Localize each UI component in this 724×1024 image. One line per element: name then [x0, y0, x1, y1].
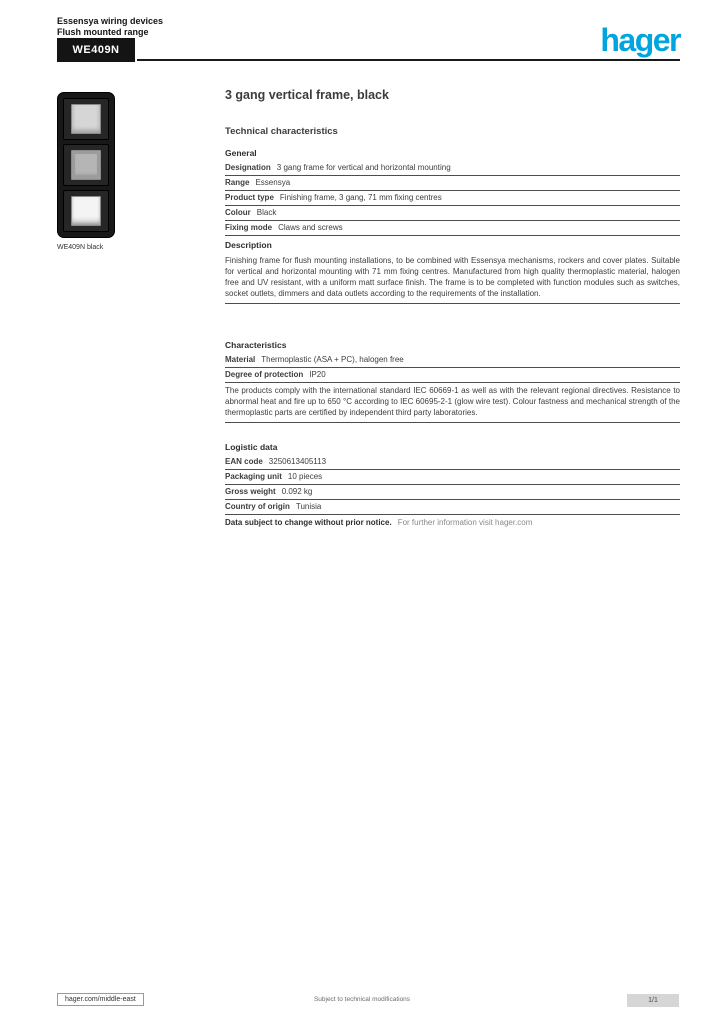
- spec-value: Tunisia: [295, 502, 322, 511]
- spec-value: IP20: [309, 370, 326, 379]
- spec-value: Thermoplastic (ASA + PC), halogen free: [261, 355, 404, 364]
- footer-website-box: hager.com/middle-east: [57, 993, 144, 1006]
- spec-label: Gross weight: [225, 487, 276, 496]
- spec-label: Product type: [225, 193, 274, 202]
- header-title-line2: Flush mounted range: [57, 27, 149, 37]
- rocker-top: [71, 104, 101, 134]
- spec-row: Designation 3 gang frame for vertical and…: [225, 161, 680, 176]
- spec-row: Packaging unit 10 pieces: [225, 470, 680, 485]
- spec-row: Range Essensya: [225, 176, 680, 191]
- spec-label: Packaging unit: [225, 472, 282, 481]
- spec-section-logistic: Logistic data EAN code 3250613405113 Pack…: [225, 442, 680, 529]
- spec-row: Country of origin Tunisia: [225, 500, 680, 515]
- switch-module-bottom: [63, 190, 109, 232]
- spec-label: Material: [225, 355, 256, 364]
- spec-label: Degree of protection: [225, 370, 304, 379]
- footer-website-link[interactable]: hager.com/middle-east: [65, 996, 136, 1003]
- footer-center-text: Subject to technical modifications: [313, 996, 411, 1003]
- spec-row: EAN code 3250613405113: [225, 455, 680, 470]
- spec-section-general: General Designation 3 gang frame for vert…: [225, 148, 680, 236]
- spec-row: Degree of protection IP20: [225, 368, 680, 383]
- note-text: Data subject to change without prior not…: [225, 518, 392, 527]
- spec-label: EAN code: [225, 457, 263, 466]
- product-caption: WE409N black: [57, 244, 104, 251]
- spec-value: Finishing frame, 3 gang, 71 mm fixing ce…: [279, 193, 442, 202]
- spec-label: Designation: [225, 163, 271, 172]
- spec-label: Fixing mode: [225, 223, 273, 232]
- spec-label: Country of origin: [225, 502, 290, 511]
- spec-value: 10 pieces: [287, 472, 323, 481]
- header-titles: Essensya wiring devices Flush mounted ra…: [57, 16, 163, 38]
- footer-page-number: 1/1: [627, 994, 679, 1007]
- header-title-line1: Essensya wiring devices: [57, 16, 164, 26]
- spec-row: Gross weight 0.092 kg: [225, 485, 680, 500]
- spec-label: Range: [225, 178, 250, 187]
- spec-label: Colour: [225, 208, 251, 217]
- rocker-bottom: [71, 196, 101, 226]
- switch-module-top: [63, 98, 109, 140]
- spec-value: 0.092 kg: [281, 487, 313, 496]
- reference-badge: WE409N: [57, 38, 135, 62]
- spec-section-description: Description Finishing frame for flush mo…: [225, 240, 680, 304]
- spec-value: Black: [256, 208, 277, 217]
- section-title: Logistic data: [225, 442, 278, 452]
- spec-value: 3 gang frame for vertical and horizontal…: [276, 163, 451, 172]
- header-rule: [137, 59, 680, 61]
- spec-section-characteristics: Characteristics Material Thermoplastic (A…: [225, 340, 680, 423]
- note-suffix: For further information visit hager.com: [397, 518, 533, 527]
- switch-module-middle: [63, 144, 109, 186]
- rocker-middle: [71, 150, 101, 180]
- spec-value: Essensya: [255, 178, 291, 187]
- section-title: Description: [225, 240, 272, 250]
- product-image: [57, 92, 115, 238]
- spec-row: Product type Finishing frame, 3 gang, 71 …: [225, 191, 680, 206]
- spec-value: Claws and screws: [278, 223, 343, 232]
- characteristics-paragraph: The products comply with the internation…: [225, 383, 680, 423]
- logistic-note: Data subject to change without prior not…: [225, 515, 680, 529]
- section-title: Characteristics: [225, 340, 287, 350]
- spec-row: Colour Black: [225, 206, 680, 221]
- spec-row: Fixing mode Claws and screws: [225, 221, 680, 236]
- hager-logo: hager: [600, 22, 681, 58]
- section-subheading: Technical characteristics: [225, 126, 338, 137]
- section-title: General: [225, 148, 257, 158]
- description-paragraph: Finishing frame for flush mounting insta…: [225, 253, 680, 304]
- spec-value: 3250613405113: [268, 457, 327, 466]
- spec-row: Material Thermoplastic (ASA + PC), haloge…: [225, 353, 680, 368]
- page-title: 3 gang vertical frame, black: [225, 88, 389, 102]
